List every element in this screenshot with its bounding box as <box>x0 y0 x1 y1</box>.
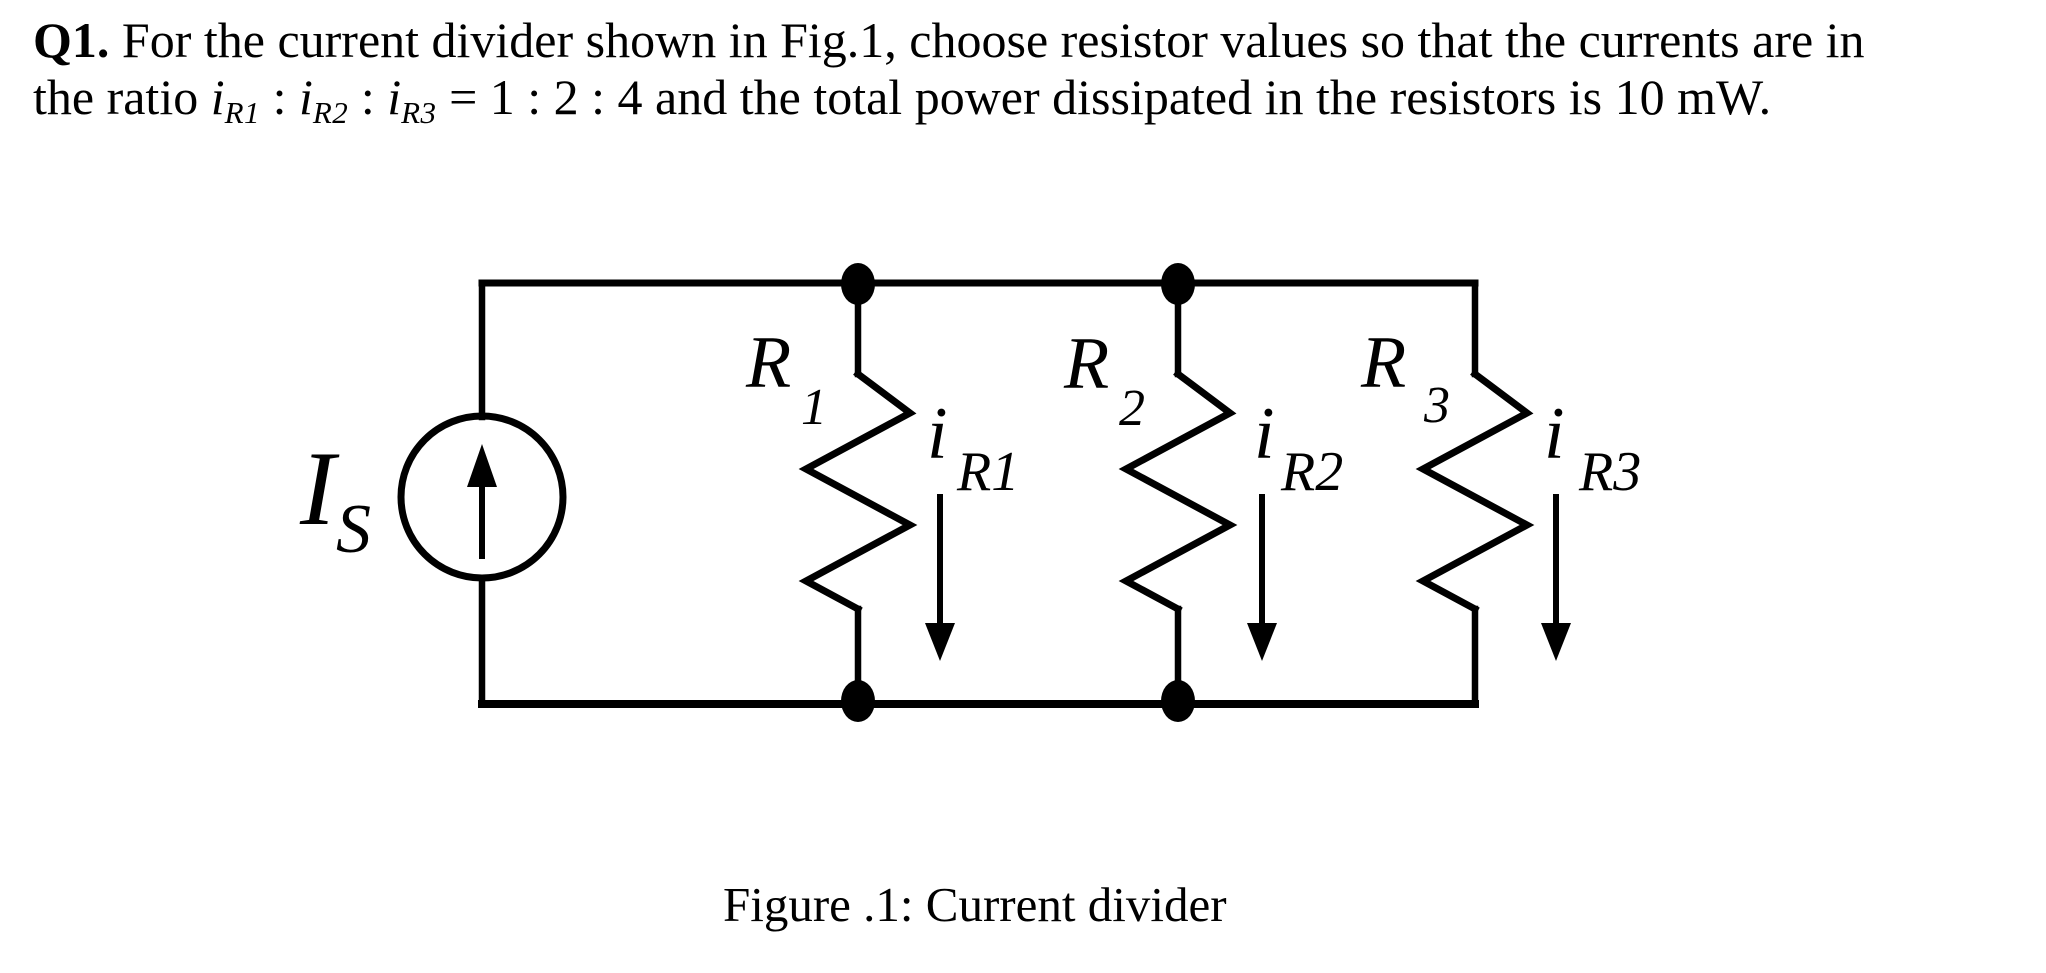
resistor-r2 <box>1118 279 1238 708</box>
ir3-label-base: i <box>1544 393 1565 475</box>
ir3-label-sub: R3 <box>1578 441 1641 503</box>
figure-caption: Figure .1: Current divider <box>723 877 1227 932</box>
source-label-sub: S <box>336 491 371 568</box>
question-text: Q1. For the current divider shown in Fig… <box>33 12 1865 128</box>
source-label-base: I <box>299 430 340 547</box>
current-subscript-ir3: R3 <box>401 95 437 130</box>
r3-label-sub: 3 <box>1423 377 1450 434</box>
ir1-arrow-head-icon <box>925 623 955 661</box>
r1-zigzag <box>798 369 918 614</box>
resistor-label-r1: R 1 <box>745 322 827 436</box>
question-line-1: Q1. For the current divider shown in Fig… <box>33 12 1865 69</box>
current-symbol-ir3: i <box>387 69 402 125</box>
current-source <box>397 279 567 708</box>
resistor-r1 <box>798 279 918 708</box>
ir1-label-base: i <box>927 393 948 475</box>
ratio-colon-1: : <box>260 69 299 125</box>
current-subscript-ir1: R1 <box>224 95 261 130</box>
current-arrow-ir1 <box>925 494 955 661</box>
junction-dot-bottom-1 <box>841 680 875 722</box>
junction-dot-top-1 <box>841 263 875 305</box>
source-arrow-head-icon <box>467 444 497 487</box>
junction-dot-bottom-2 <box>1161 680 1195 722</box>
r3-zigzag <box>1415 369 1535 614</box>
ratio-colon-2: : <box>348 69 388 125</box>
question-number: Q1. <box>33 12 110 68</box>
r3-label-base: R <box>1360 322 1406 404</box>
resistor-label-r3: R 3 <box>1360 322 1450 434</box>
ir2-label-sub: R2 <box>1280 441 1343 503</box>
r2-label-sub: 2 <box>1119 380 1145 437</box>
ir1-label-sub: R1 <box>956 441 1019 503</box>
question-line2-tail: = 1 : 2 : 4 and the total power dissipat… <box>436 69 1772 125</box>
ratio-prefix: the ratio <box>33 69 211 125</box>
current-label-ir3: i R3 <box>1544 393 1641 503</box>
ir3-arrow-head-icon <box>1541 623 1571 661</box>
source-label-is: I S <box>299 430 371 568</box>
r1-label-base: R <box>745 322 791 404</box>
ir2-arrow-head-icon <box>1247 623 1277 661</box>
resistor-r3 <box>1415 279 1535 708</box>
current-arrow-ir2 <box>1247 494 1277 661</box>
resistor-label-r2: R 2 <box>1063 323 1145 437</box>
r2-zigzag <box>1118 369 1238 614</box>
current-symbol-ir2: i <box>298 69 313 125</box>
question-line1-text: For the current divider shown in Fig.1, … <box>109 12 1865 68</box>
current-subscript-ir2: R2 <box>312 95 349 130</box>
r1-label-sub: 1 <box>801 379 827 436</box>
current-label-ir1: i R1 <box>927 393 1019 503</box>
question-line-2: the ratio iR1 : iR2 : iR3 = 1 : 2 : 4 an… <box>33 69 1865 128</box>
current-label-ir2: i R2 <box>1254 393 1343 503</box>
junction-dot-top-2 <box>1161 263 1195 305</box>
r2-label-base: R <box>1063 323 1109 405</box>
current-arrow-ir3 <box>1541 494 1571 661</box>
current-symbol-ir1: i <box>210 69 225 125</box>
ir2-label-base: i <box>1254 393 1275 475</box>
